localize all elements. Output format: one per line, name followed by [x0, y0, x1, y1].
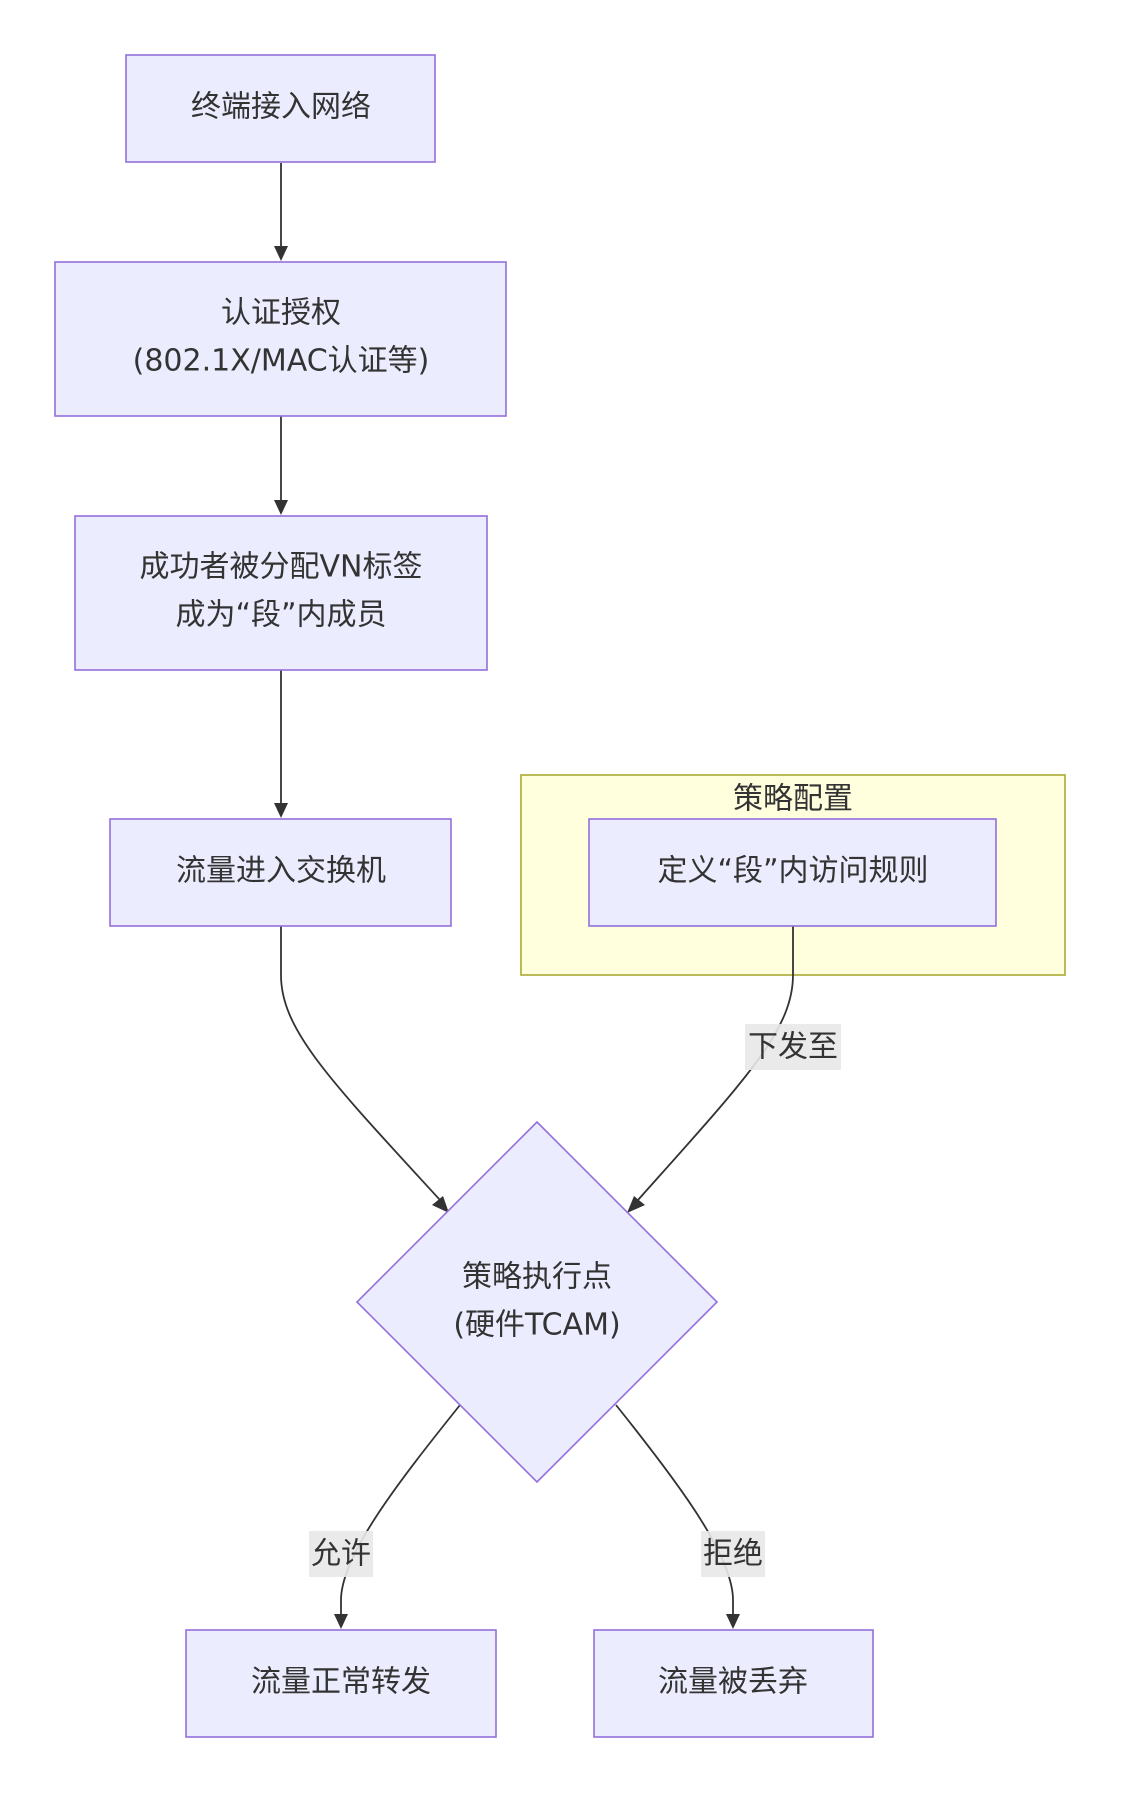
node-label: 流量被丢弃 — [658, 1665, 808, 1700]
node-box — [185, 1629, 497, 1738]
edge-label-text: 允许 — [311, 1537, 371, 1572]
node-label-line1: 策略执行点 — [462, 1260, 612, 1295]
edge-label-push-to: 下发至 — [745, 1024, 841, 1070]
edge-label-bg — [309, 1531, 373, 1577]
node-traffic-enters-switch[interactable]: 流量进入交换机 — [109, 818, 452, 927]
arrowhead — [627, 1196, 645, 1213]
node-box — [74, 515, 488, 671]
edge-traffic-to-enforcement — [280, 925, 441, 1201]
cluster-title: 策略配置 — [733, 782, 853, 817]
node-enforcement-point[interactable]: 策略执行点 (硬件TCAM) — [355, 1120, 719, 1484]
node-label: 终端接入网络 — [191, 90, 371, 125]
edge-label-allow: 允许 — [309, 1531, 373, 1577]
node-box — [588, 818, 997, 927]
edge-enforcement-to-forward — [340, 1404, 461, 1615]
node-authentication[interactable]: 认证授权 (802.1X/MAC认证等) — [54, 261, 507, 417]
decision-diamond — [355, 1120, 719, 1484]
edge-label-bg — [701, 1531, 765, 1577]
node-label: 流量正常转发 — [251, 1665, 431, 1700]
node-label-line1: 认证授权 — [221, 296, 341, 331]
node-drop[interactable]: 流量被丢弃 — [593, 1629, 874, 1738]
node-box — [109, 818, 452, 927]
node-box — [54, 261, 507, 417]
node-box — [125, 54, 436, 163]
arrowhead — [274, 803, 288, 818]
arrowhead — [726, 1614, 740, 1629]
edge-label-bg — [745, 1024, 841, 1070]
node-forward[interactable]: 流量正常转发 — [185, 1629, 497, 1738]
node-label: 定义“段”内访问规则 — [657, 854, 928, 889]
nodes: 终端接入网络 认证授权 (802.1X/MAC认证等) 成功者被分配VN标签 成… — [54, 54, 997, 1738]
node-label-line1: 成功者被分配VN标签 — [140, 550, 423, 585]
edge-labels: 下发至 允许 拒绝 — [309, 1024, 841, 1577]
edge-label-text: 下发至 — [748, 1030, 838, 1065]
node-endpoint-access[interactable]: 终端接入网络 — [125, 54, 436, 163]
arrowhead — [334, 1614, 348, 1629]
node-vn-assignment[interactable]: 成功者被分配VN标签 成为“段”内成员 — [74, 515, 488, 671]
node-define-rules[interactable]: 定义“段”内访问规则 — [588, 818, 997, 927]
edge-label-text: 拒绝 — [703, 1537, 763, 1572]
node-box — [593, 1629, 874, 1738]
node-label-line2: 成为“段”内成员 — [175, 598, 386, 633]
node-label-line2: (802.1X/MAC认证等) — [133, 344, 430, 379]
node-label-line2: (硬件TCAM) — [453, 1308, 620, 1343]
arrowhead — [432, 1196, 449, 1213]
edge-label-deny: 拒绝 — [701, 1531, 765, 1577]
edge-enforcement-to-drop — [615, 1404, 734, 1615]
arrowhead — [274, 500, 288, 515]
node-label: 流量进入交换机 — [176, 854, 386, 889]
arrowhead — [274, 246, 288, 261]
